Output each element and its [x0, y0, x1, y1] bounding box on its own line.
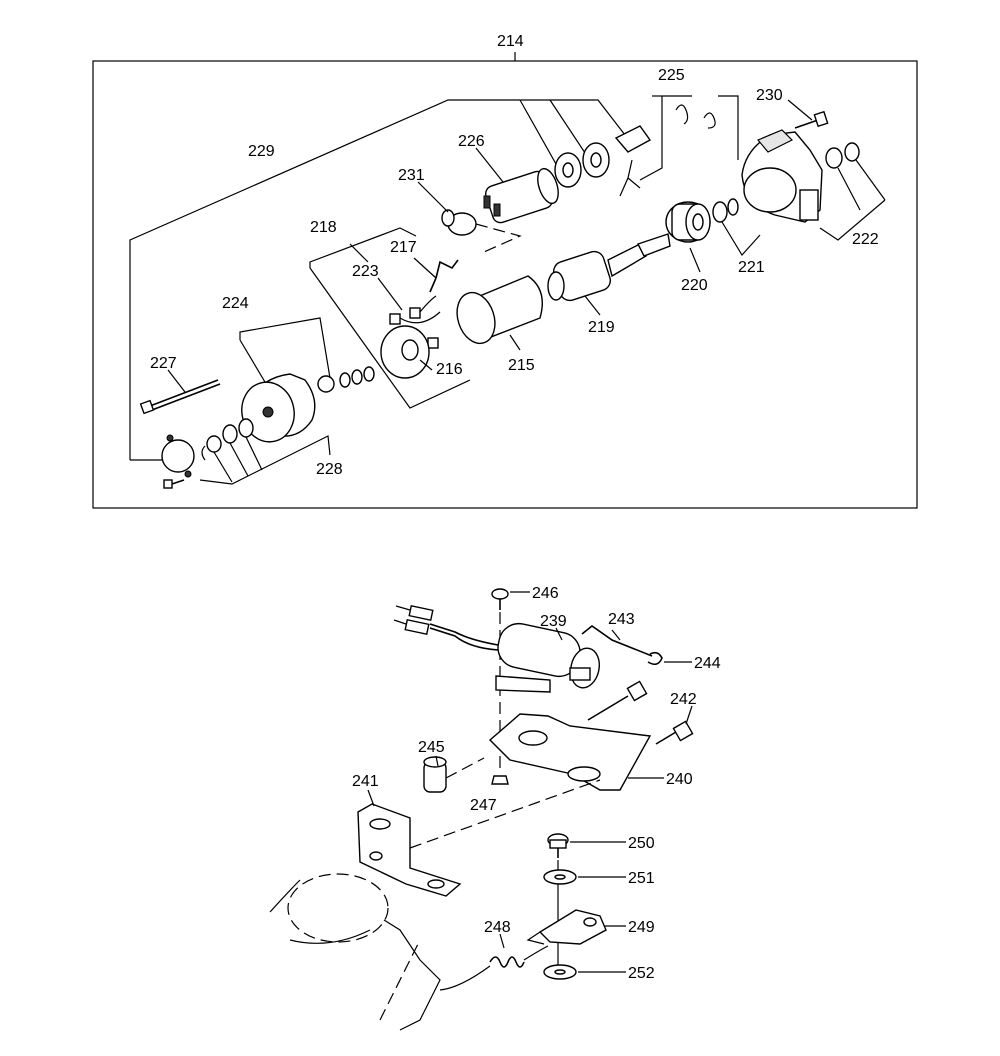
spring-248: [439, 945, 549, 991]
label-242[interactable]: 242: [670, 691, 697, 708]
label-231[interactable]: 231: [398, 167, 425, 184]
label-244[interactable]: 244: [694, 655, 721, 672]
spacer-245: [423, 756, 447, 793]
brush-plate-216: [380, 325, 430, 379]
gaskets: [554, 142, 610, 188]
label-230[interactable]: 230: [756, 87, 783, 104]
screw-246: [491, 588, 509, 610]
pinion-220: [665, 201, 711, 243]
bracket-241: [357, 803, 462, 897]
label-227[interactable]: 227: [150, 355, 177, 372]
end-frame-224: [241, 373, 316, 443]
armature-219: [547, 233, 671, 302]
label-220[interactable]: 220: [681, 277, 708, 294]
leader-218: [309, 227, 417, 268]
label-241[interactable]: 241: [352, 773, 379, 790]
shift-lever: [619, 159, 641, 197]
label-219[interactable]: 219: [588, 319, 615, 336]
through-bolt-227: [139, 379, 221, 415]
label-214[interactable]: 214: [497, 33, 524, 50]
label-250[interactable]: 250: [628, 835, 655, 852]
stop-solenoid-group: 246 239 243 244: [269, 585, 721, 1031]
ring-221b: [727, 198, 739, 216]
bushing-222b: [844, 142, 860, 162]
label-216[interactable]: 216: [436, 361, 463, 378]
drive-housing-222: [741, 129, 823, 223]
label-246[interactable]: 246: [532, 585, 559, 602]
label-249[interactable]: 249: [628, 919, 655, 936]
label-218[interactable]: 218: [310, 219, 337, 236]
starter-assembly-group: 214 229 226 225: [92, 33, 918, 509]
solenoid-226: [483, 167, 559, 224]
clip-244: [647, 651, 663, 666]
label-229[interactable]: 229: [248, 143, 275, 160]
bolt-230: [794, 110, 829, 129]
label-245[interactable]: 245: [418, 739, 445, 756]
label-221[interactable]: 221: [738, 259, 765, 276]
bushing-222a: [825, 147, 843, 169]
label-217[interactable]: 217: [390, 239, 417, 256]
label-226[interactable]: 226: [458, 133, 485, 150]
label-252[interactable]: 252: [628, 965, 655, 982]
label-248[interactable]: 248: [484, 919, 511, 936]
label-251[interactable]: 251: [628, 870, 655, 887]
wire-harness: [393, 604, 499, 651]
bolt-240-upper: [587, 680, 648, 721]
ring-221a: [712, 201, 728, 223]
label-225[interactable]: 225: [658, 67, 685, 84]
screw-228: [163, 479, 185, 489]
cover-228: [161, 418, 254, 478]
governor-housing-outline: [269, 873, 441, 1031]
brushes-223: [389, 295, 441, 349]
bracket-240: [488, 713, 652, 791]
spring-217: [429, 259, 459, 293]
boot-231: [441, 209, 477, 236]
screw-250: [547, 833, 569, 858]
label-239[interactable]: 239: [540, 613, 567, 630]
nut-247: [491, 775, 509, 785]
lever-249: [526, 909, 607, 945]
leader-229: [129, 99, 626, 460]
solenoid-239: [495, 622, 601, 693]
label-224[interactable]: 224: [222, 295, 249, 312]
label-223[interactable]: 223: [352, 263, 379, 280]
label-243[interactable]: 243: [608, 611, 635, 628]
label-228[interactable]: 228: [316, 461, 343, 478]
assembly-frame: [92, 60, 918, 509]
label-222[interactable]: 222: [852, 231, 879, 248]
label-240[interactable]: 240: [666, 771, 693, 788]
yoke-215: [456, 275, 543, 345]
rod-243: [581, 625, 653, 657]
label-247[interactable]: 247: [470, 797, 497, 814]
bushing-224: [317, 375, 335, 393]
lever-clip: [614, 125, 652, 153]
label-215[interactable]: 215: [508, 357, 535, 374]
fitting-242: [655, 720, 694, 745]
